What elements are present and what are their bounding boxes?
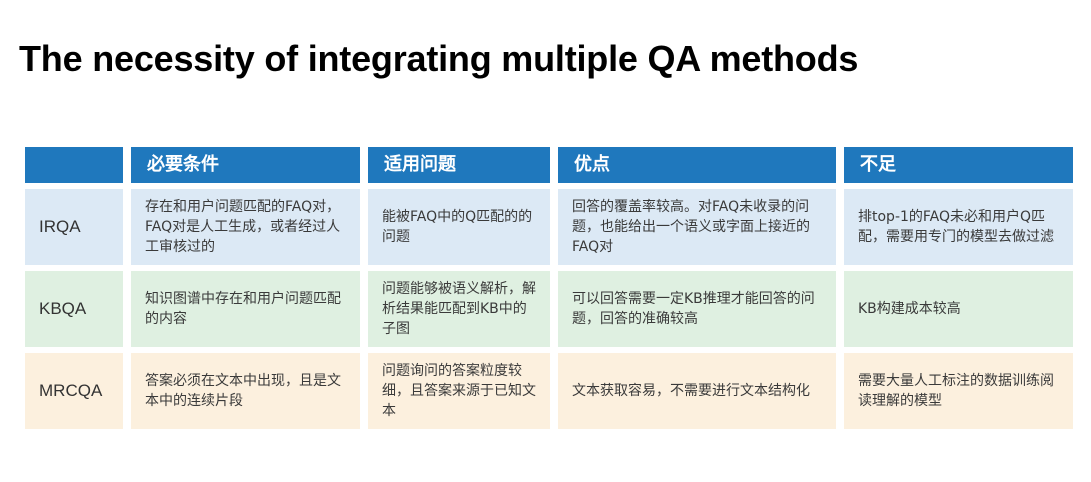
row-label-kbqa: KBQA [25,271,123,347]
header-cell-disadvantages: 不足 [844,147,1073,183]
header-cell-applicable-questions: 适用问题 [368,147,550,183]
header-cell-blank [25,147,123,183]
header-cell-prerequisites: 必要条件 [131,147,360,183]
header-cell-advantages: 优点 [558,147,836,183]
table-cell: 排top-1的FAQ未必和用户Q匹配，需要用专门的模型去做过滤 [844,189,1073,265]
page-title: The necessity of integrating multiple QA… [19,38,859,79]
table-cell: 文本获取容易，不需要进行文本结构化 [558,353,836,429]
row-label-irqa: IRQA [25,189,123,265]
table-cell: 存在和用户问题匹配的FAQ对，FAQ对是人工生成，或者经过人工审核过的 [131,189,360,265]
comparison-table: 必要条件 适用问题 优点 不足 IRQA 存在和用户问题匹配的FAQ对，FAQ对… [25,147,1073,429]
table-cell: 可以回答需要一定KB推理才能回答的问题，回答的准确较高 [558,271,836,347]
table-cell: 问题能够被语义解析，解析结果能匹配到KB中的子图 [368,271,550,347]
table-cell: 回答的覆盖率较高。对FAQ未收录的问题，也能给出一个语义或字面上接近的FAQ对 [558,189,836,265]
table-cell: KB构建成本较高 [844,271,1073,347]
row-label-mrcqa: MRCQA [25,353,123,429]
table-cell: 需要大量人工标注的数据训练阅读理解的模型 [844,353,1073,429]
table-cell: 能被FAQ中的Q匹配的的问题 [368,189,550,265]
table-cell: 答案必须在文本中出现，且是文本中的连续片段 [131,353,360,429]
table-cell: 问题询问的答案粒度较细，且答案来源于已知文本 [368,353,550,429]
table-cell: 知识图谱中存在和用户问题匹配的内容 [131,271,360,347]
